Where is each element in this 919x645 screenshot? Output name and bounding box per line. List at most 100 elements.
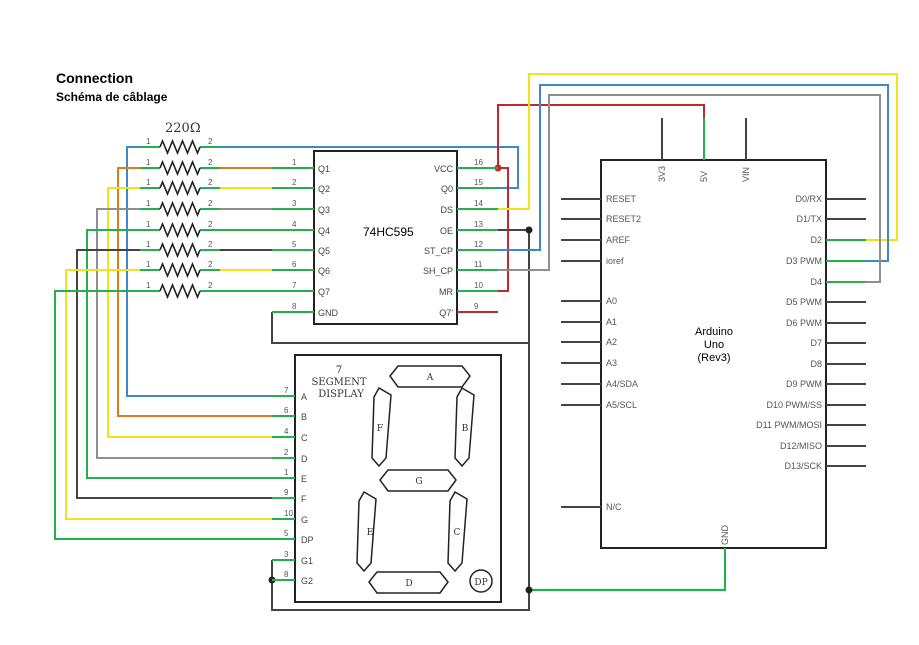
wire-stcp-d3 bbox=[498, 84, 889, 262]
wire-vcc bbox=[497, 104, 705, 168]
resistor-3-pin1-label: 1 bbox=[146, 178, 151, 187]
chip-pin-11-number: 11 bbox=[474, 260, 483, 269]
segment-a bbox=[389, 365, 471, 388]
arduino-pin-d7-label: D7 bbox=[810, 338, 822, 348]
chip-pin-1-name: Q1 bbox=[318, 164, 330, 174]
resistor-6 bbox=[159, 241, 201, 259]
chip-pin-9-name: Q7' bbox=[439, 308, 453, 318]
arduino-pin-vin-label: VIN bbox=[741, 167, 751, 182]
resistor-6-pin1-label: 1 bbox=[146, 240, 151, 249]
wire-arduino-gnd bbox=[529, 588, 727, 592]
chip-pin-10-name: MR bbox=[439, 287, 453, 297]
display-pin-c-number: 4 bbox=[284, 427, 289, 436]
junction-gnd bbox=[525, 586, 533, 594]
display-title-display: DISPLAY bbox=[318, 389, 364, 400]
segment-c-label: C bbox=[454, 528, 461, 538]
display-pin-g2-name: G2 bbox=[301, 576, 313, 586]
chip-pin-5-name: Q5 bbox=[318, 246, 330, 256]
display-pin-a-number: 7 bbox=[284, 386, 289, 395]
chip-pin-3-number: 3 bbox=[292, 199, 297, 208]
segment-g-label: G bbox=[415, 477, 422, 487]
arduino-pin-d12miso-label: D12/MISO bbox=[780, 441, 822, 451]
resistor-2-pin1-label: 1 bbox=[146, 158, 151, 167]
display-pin-f-number: 9 bbox=[284, 488, 289, 497]
wire-mr bbox=[498, 167, 509, 292]
arduino-name: Arduino bbox=[695, 326, 733, 338]
chip-pin-2-number: 2 bbox=[292, 178, 297, 187]
arduino-pin-d8-label: D8 bbox=[810, 359, 822, 369]
chip-pin-15-number: 15 bbox=[474, 178, 483, 187]
resistor-3-pin2-label: 2 bbox=[208, 178, 213, 187]
chip-pin-8-number: 8 bbox=[292, 302, 297, 311]
arduino-body bbox=[600, 159, 827, 549]
segment-e bbox=[356, 490, 377, 573]
chip-pin-13-name: OE bbox=[440, 226, 453, 236]
segment-dp-label: DP bbox=[474, 578, 487, 588]
resistor-value-label: 220Ω bbox=[165, 121, 201, 136]
arduino-pin-ioref-label: ioref bbox=[606, 256, 624, 266]
arduino-pin-d2-label: D2 bbox=[810, 235, 822, 245]
segment-a-label: A bbox=[426, 373, 434, 383]
resistor-1-pin1-label: 1 bbox=[146, 137, 151, 146]
wire-seg-f bbox=[76, 249, 272, 499]
segment-b bbox=[454, 386, 475, 468]
chip-pin-9-number: 9 bbox=[474, 302, 479, 311]
chip-pin-2-name: Q2 bbox=[318, 184, 330, 194]
chip-pin-4-number: 4 bbox=[292, 220, 297, 229]
wire-chip-gnd bbox=[271, 312, 529, 344]
chip-pin-1-number: 1 bbox=[292, 158, 297, 167]
arduino-pin-d10pwmss-label: D10 PWM/SS bbox=[766, 400, 822, 410]
segment-b-label: B bbox=[462, 424, 469, 434]
junction-oe bbox=[525, 226, 533, 234]
arduino-pin-a2-label: A2 bbox=[606, 337, 617, 347]
segment-f bbox=[371, 386, 392, 468]
resistor-5 bbox=[159, 221, 201, 239]
chip-pin-3-name: Q3 bbox=[318, 205, 330, 215]
arduino-pin-d13sck-label: D13/SCK bbox=[784, 461, 822, 471]
display-pin-g-number: 10 bbox=[284, 509, 293, 518]
arduino-pin-nc-label: N/C bbox=[606, 502, 622, 512]
resistor-8 bbox=[159, 282, 201, 300]
wire-shcp-d4 bbox=[498, 94, 881, 283]
arduino-pin-d6pwm-label: D6 PWM bbox=[786, 318, 822, 328]
resistor-5-pin1-label: 1 bbox=[146, 220, 151, 229]
segment-e-label: E bbox=[367, 528, 374, 538]
wire-seg-dp bbox=[54, 290, 272, 540]
wire-ground-bus bbox=[271, 229, 530, 611]
display-pin-c-name: C bbox=[301, 433, 308, 443]
arduino-pin-d4-label: D4 bbox=[810, 277, 822, 287]
display-pin-d-name: D bbox=[301, 454, 308, 464]
chip-pin-13-number: 13 bbox=[474, 220, 483, 229]
segment-f-label: F bbox=[377, 424, 383, 434]
chip-name: 74HC595 bbox=[363, 225, 414, 239]
arduino-pin-d3pwm-label: D3 PWM bbox=[786, 256, 822, 266]
resistor-4-pin1-label: 1 bbox=[146, 199, 151, 208]
chip-pin-7-number: 7 bbox=[292, 281, 297, 290]
display-pin-d-number: 2 bbox=[284, 448, 289, 457]
chip-pin-6-name: Q6 bbox=[318, 266, 330, 276]
wire-seg-e bbox=[86, 229, 272, 479]
chip-pin-6-number: 6 bbox=[292, 260, 297, 269]
display-title-segment: SEGMENT bbox=[311, 377, 366, 388]
chip-pin-8-name: GND bbox=[318, 308, 339, 318]
segment-d-label: D bbox=[405, 579, 412, 589]
arduino-pin-5v-label: 5V bbox=[699, 171, 709, 182]
segment-c bbox=[447, 490, 468, 573]
resistor-1-pin2-label: 2 bbox=[208, 137, 213, 146]
arduino-pin-d1tx-label: D1/TX bbox=[796, 214, 822, 224]
display-pin-dp-number: 5 bbox=[284, 529, 289, 538]
arduino-pin-reset2-label: RESET2 bbox=[606, 214, 641, 224]
chip-pin-16-number: 16 bbox=[474, 158, 483, 167]
display-pin-dp-name: DP bbox=[301, 535, 314, 545]
chip-pin-14-name: DS bbox=[440, 205, 453, 215]
chip-body bbox=[313, 150, 458, 325]
resistor-2-pin2-label: 2 bbox=[208, 158, 213, 167]
chip-pin-7-name: Q7 bbox=[318, 287, 330, 297]
chip-pin-11-name: SH_CP bbox=[423, 266, 453, 276]
display-pin-e-name: E bbox=[301, 474, 307, 484]
resistor-6-pin2-label: 2 bbox=[208, 240, 213, 249]
chip-pin-12-number: 12 bbox=[474, 240, 483, 249]
display-pin-g-name: G bbox=[301, 515, 308, 525]
chip-pin-16-name: VCC bbox=[434, 164, 454, 174]
